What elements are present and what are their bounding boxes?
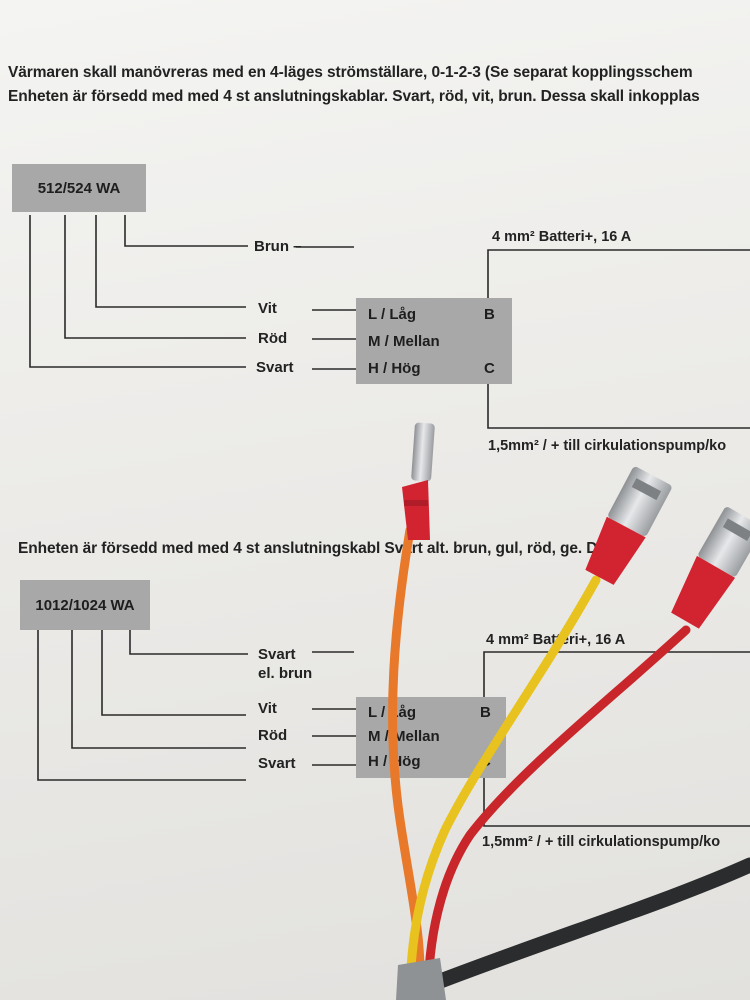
pump-spec-2: 1,5mm² / + till cirkulationspump/ko xyxy=(482,834,721,850)
wire-label-vit-2: Vit xyxy=(258,700,277,717)
model-box-2: 1012/1024 WA xyxy=(20,580,150,630)
switch2-row-mid: M / Mellan xyxy=(368,728,440,745)
wire-rod-line xyxy=(64,215,246,339)
pump-spec-1: 1,5mm² / + till cirkulationspump/ko xyxy=(488,438,727,454)
intro-line-1: Värmaren skall manövreras med en 4-läges… xyxy=(8,64,693,81)
model-box-1: 512/524 WA xyxy=(12,164,146,212)
wire-svart-line-2 xyxy=(37,630,246,781)
wire-label-svart: Svart xyxy=(256,359,294,376)
wire-brun-line xyxy=(124,215,248,247)
model-label-2: 1012/1024 WA xyxy=(35,596,135,614)
battery-spec-1: 4 mm² Batteri+, 16 A xyxy=(492,229,632,245)
terminal-b: B xyxy=(484,306,495,323)
wire-vit-line xyxy=(95,215,246,308)
battery-line-2 xyxy=(483,651,750,697)
wire-label-rod-2: Röd xyxy=(258,727,288,744)
wire-label-brun: Brun – xyxy=(254,238,302,255)
switch-row-high: H / Hög xyxy=(368,360,421,377)
terminal-b-2: B xyxy=(480,704,491,721)
switch-box-2: L / Låg M / Mellan H / Hög B C xyxy=(356,697,506,778)
terminal-c-2: C xyxy=(480,753,491,770)
wire-label-el-brun: el. brun xyxy=(258,665,313,682)
wire-label-svart-top: Svart xyxy=(258,646,296,663)
switch-box-1: L / Låg M / Mellan H / Hög B C xyxy=(356,298,512,384)
wire-svart-line xyxy=(29,215,246,368)
pump-line-1 xyxy=(487,384,750,429)
model-label-1: 512/524 WA xyxy=(37,179,121,197)
intro-line-2: Enheten är försedd med med 4 st anslutni… xyxy=(8,88,700,105)
wire-label-svart-2: Svart xyxy=(258,755,296,772)
pump-line-2 xyxy=(483,778,750,827)
wire-svart-brun-line xyxy=(129,630,248,655)
switch2-row-high: H / Hög xyxy=(368,753,421,770)
switch-row-mid: M / Mellan xyxy=(368,333,440,350)
battery-spec-2: 4 mm² Batteri+, 16 A xyxy=(486,632,626,648)
wire-label-rod: Röd xyxy=(258,330,288,347)
wire-vit-line-2 xyxy=(101,630,246,716)
wire-label-vit: Vit xyxy=(258,300,277,317)
wire-rod-line-2 xyxy=(71,630,246,749)
switch-row-low: L / Låg xyxy=(368,306,417,323)
battery-line-1 xyxy=(487,249,750,298)
switch2-row-low: L / Låg xyxy=(368,704,417,721)
terminal-c: C xyxy=(484,360,495,377)
section2-intro: Enheten är försedd med med 4 st anslutni… xyxy=(18,540,632,557)
